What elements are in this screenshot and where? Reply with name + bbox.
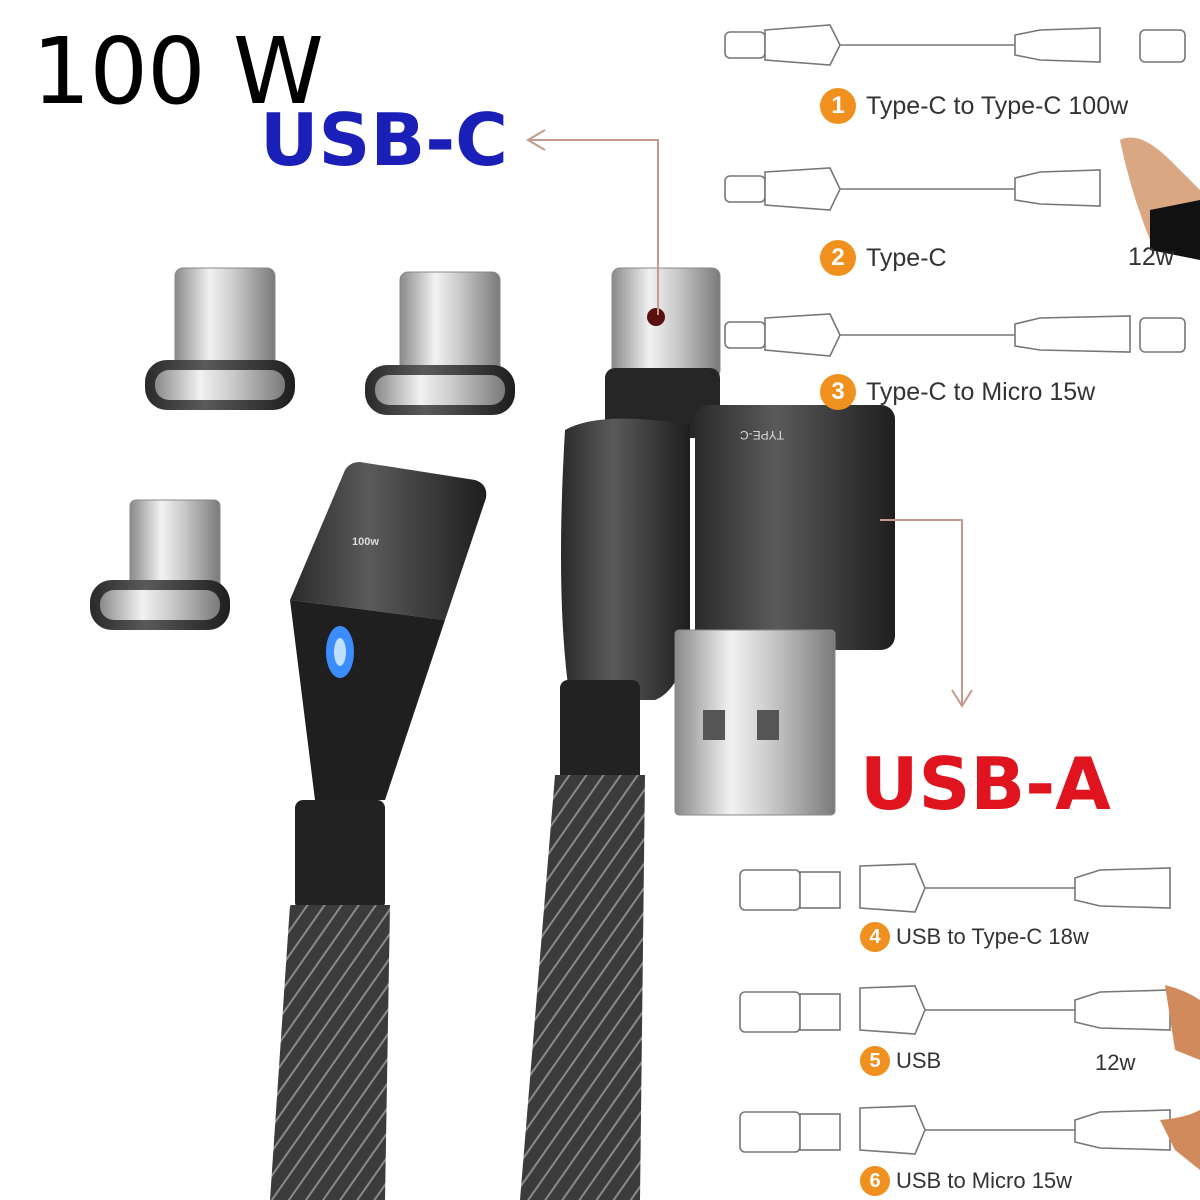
variant-label: Type-C: [866, 243, 947, 272]
diagram-cable-4: [739, 863, 1171, 913]
magnetic-cable-head: [270, 462, 487, 1200]
variant-label: USB to Micro 15w: [896, 1168, 1073, 1193]
diagram-cable-2: [724, 167, 1101, 211]
variant-wattage: 12w: [1128, 243, 1174, 271]
number-badge: 4: [860, 922, 890, 952]
type-c-usb-a-adapter: [674, 405, 895, 816]
number-badge: 3: [820, 374, 856, 410]
variant-item: 6 USB to Micro 15w: [860, 1166, 1072, 1196]
variant-item: 2 Type-C: [820, 240, 947, 276]
magnetic-tip-micro-usb: [90, 499, 230, 630]
magnetic-tip-type-c-1: [145, 267, 295, 410]
diagram-cable-1: [724, 24, 1186, 66]
variant-wattage: 12w: [1095, 1050, 1136, 1075]
callout-line-usb-c: [526, 129, 659, 315]
magnetic-tip-type-c-2: [365, 271, 515, 415]
callout-line-usb-a: [880, 519, 973, 708]
diagram-cable-5: [739, 985, 1171, 1035]
number-badge: 6: [860, 1166, 890, 1196]
adapter-type-label: TYPE-C: [740, 428, 785, 442]
variant-item: 4 USB to Type-C 18w: [860, 922, 1089, 952]
number-badge: 2: [820, 240, 856, 276]
diagram-cable-6: [739, 1105, 1171, 1155]
usb-a-label: USB-A: [860, 742, 1111, 826]
variant-item: 5 USB: [860, 1046, 941, 1076]
usb-c-label: USB-C: [260, 98, 508, 182]
pointing-hand-icon: [1120, 137, 1200, 260]
variant-label: Type-C to Type-C 100w: [866, 91, 1129, 120]
pointing-hand-icon: [1165, 985, 1200, 1060]
power-rating-title: 100 W: [32, 18, 324, 125]
number-badge: 5: [860, 1046, 890, 1076]
diagram-cable-3: [724, 313, 1186, 357]
variant-label: USB: [896, 1048, 942, 1073]
variant-label: USB to Type-C 18w: [896, 924, 1089, 949]
multi-connector-head: [520, 267, 721, 1200]
pointing-hand-icon: [1160, 1110, 1200, 1170]
cable-power-label: 100w: [352, 536, 379, 548]
variant-label: Type-C to Micro 15w: [866, 377, 1096, 406]
variant-item: 3 Type-C to Micro 15w: [820, 374, 1095, 410]
number-badge: 1: [820, 88, 856, 124]
variant-item: 1 Type-C to Type-C 100w: [820, 88, 1128, 124]
